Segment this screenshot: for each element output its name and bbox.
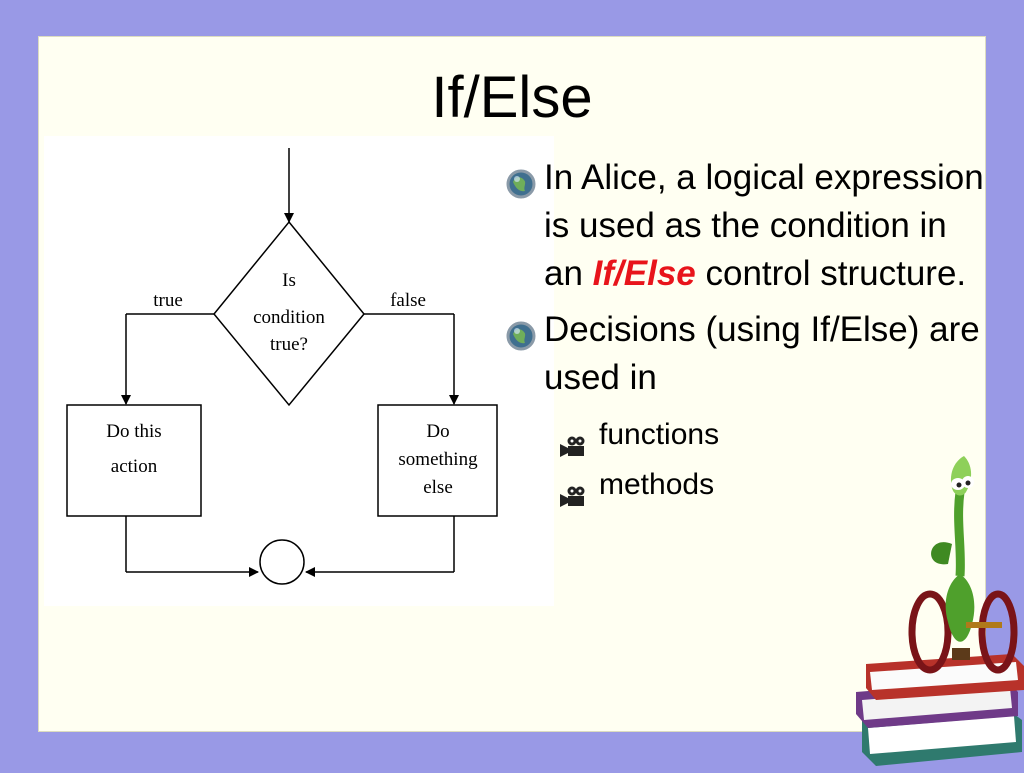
- subbullet-functions: functions: [506, 410, 986, 460]
- decision-text-line-3: true?: [270, 334, 308, 355]
- false-label: false: [390, 290, 426, 311]
- decision-text-line-2: condition: [253, 307, 325, 328]
- bullet-1-text-after: control structure.: [695, 254, 967, 293]
- bullet-list: In Alice, a logical expression is used a…: [506, 154, 986, 510]
- film-camera-icon: [558, 474, 588, 524]
- alice-mascot-on-books: [856, 452, 1024, 773]
- bullet-1-text-before: In Alice, a logical expression is used a…: [544, 158, 984, 293]
- left-box-line-2: action: [111, 456, 158, 477]
- subbullet-methods-text: methods: [599, 468, 715, 501]
- slide-title: If/Else: [431, 65, 593, 130]
- bullet-decisions: Decisions (using If/Else) are used in: [506, 306, 986, 402]
- do-this-action-box: [66, 404, 202, 517]
- bullet-2-text: Decisions (using If/Else) are used in: [544, 310, 980, 397]
- subbullet-functions-text: functions: [599, 418, 720, 451]
- right-box-line-1: Do: [426, 421, 449, 442]
- right-box-line-3: else: [423, 477, 453, 498]
- bullet-1-emphasis: If/Else: [592, 254, 696, 293]
- flowchart: Is condition true? true false Do this ac…: [66, 148, 498, 585]
- book-stack-icon: [856, 654, 1024, 766]
- globe-bullet-icon: [506, 316, 536, 364]
- true-label: true: [153, 290, 183, 311]
- flowchart-panel: Is condition true? true false Do this ac…: [44, 136, 554, 606]
- do-something-else-box: [377, 404, 498, 517]
- bullet-logical-expression: In Alice, a logical expression is used a…: [506, 154, 986, 298]
- decision-text-line-1: Is: [282, 270, 296, 291]
- globe-bullet-icon: [506, 164, 536, 212]
- merge-connector-circle: [259, 539, 305, 585]
- right-box-line-2: something: [398, 449, 478, 470]
- film-camera-icon: [558, 424, 588, 474]
- decision-diamond: [213, 220, 365, 407]
- left-box-line-1: Do this: [106, 421, 161, 442]
- subbullet-methods: methods: [506, 460, 986, 510]
